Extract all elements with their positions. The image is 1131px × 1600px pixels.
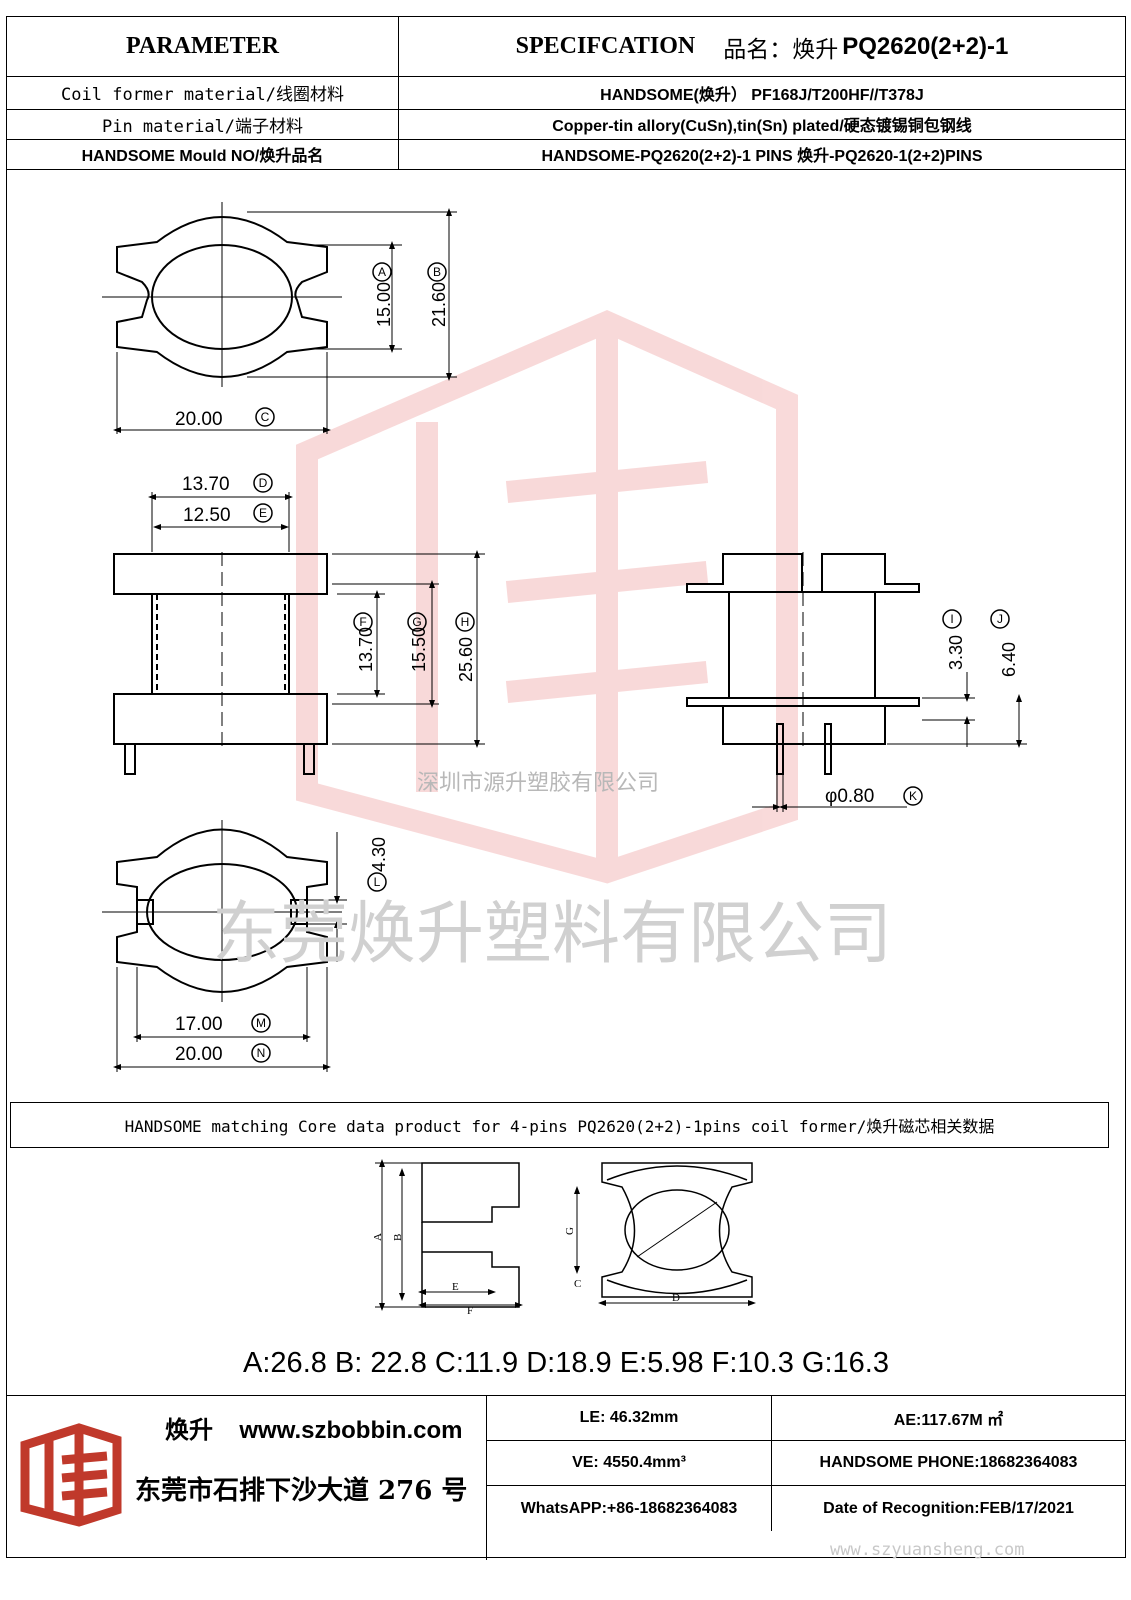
- core-b-label: B: [392, 1234, 404, 1241]
- dim-h-value: 25.60: [456, 637, 476, 682]
- dim-n-value: 20.00: [175, 1044, 223, 1065]
- parameter-heading: PARAMETER: [7, 17, 399, 76]
- dim-i-value: 3.30: [946, 635, 966, 670]
- mould-no-row: HANDSOME Mould NO/焕升品名 HANDSOME-PQ2620(2…: [7, 139, 1125, 170]
- dim-b-letter: B: [433, 265, 441, 279]
- company-address: 东莞市石排下沙大道 276 号: [135, 1476, 468, 1506]
- dim-j-letter: J: [997, 612, 1003, 626]
- product-name-label: 品名：焕升: [723, 36, 839, 63]
- dim-markers-front: [903, 609, 1010, 806]
- dim-markers: [255, 262, 447, 427]
- pin-material-value: Copper-tin allory(CuSn),tin(Sn) plated/硬…: [552, 118, 972, 135]
- dim-f-letter: F: [359, 615, 366, 629]
- dim-letters-front: I J K: [909, 612, 1003, 803]
- footer-brand: 焕升 www.szbobbin.com: [165, 1410, 462, 1445]
- ae-cell: AE:117.67M ㎡: [772, 1396, 1125, 1441]
- dim-f-value: 13.70: [356, 627, 376, 672]
- dim-e-value: 12.50: [183, 505, 231, 526]
- company-logo-icon: [20, 1423, 122, 1527]
- whatsapp-cell: WhatsAPP:+86-18682364083: [487, 1486, 772, 1531]
- brand-name: 焕升: [165, 1416, 213, 1444]
- pin-material-row: Pin material/端子材料 Copper-tin allory(CuSn…: [7, 109, 1125, 140]
- mould-no-value: HANDSOME-PQ2620(2+2)-1 PINS 焕升-PQ2620-1(…: [541, 148, 983, 165]
- dim-letters-top: A B C: [261, 265, 441, 424]
- dim-markers-bottom: [251, 872, 387, 1063]
- watermark-small: 深圳市源升塑胶有限公司: [417, 771, 659, 796]
- matching-core-banner: HANDSOME matching Core data product for …: [10, 1102, 1109, 1148]
- front-view: [686, 552, 1027, 812]
- core-g-label: G: [564, 1227, 576, 1235]
- dim-n-letter: N: [257, 1046, 266, 1060]
- dim-g-value: 15.50: [409, 627, 429, 672]
- ve-cell: VE: 4550.4mm³: [487, 1441, 772, 1486]
- coil-material-row: Coil former material/线圈材料 HANDSOME(焕升） P…: [7, 76, 1125, 110]
- dim-k-letter: K: [909, 789, 917, 803]
- specification-label: SPECIFCATION: [515, 33, 696, 59]
- core-e-label: E: [452, 1281, 459, 1293]
- bottom-view: [102, 820, 347, 1072]
- dim-l-value: 4.30: [369, 837, 389, 872]
- coil-material-label: Coil former material/线圈材料: [7, 76, 399, 109]
- le-cell: LE: 46.32mm: [487, 1396, 772, 1441]
- spec-sheet: PARAMETER SPECIFCATION 品名：焕升 PQ2620(2+2)…: [6, 16, 1126, 1560]
- dim-d-value: 13.70: [182, 474, 230, 495]
- dim-b-value: 21.60: [429, 282, 449, 327]
- bobbin-drawing: 15.00 21.60 20.00 A B C: [102, 202, 1027, 1072]
- dim-e-letter: E: [259, 506, 267, 520]
- dim-a-value: 15.00: [374, 282, 394, 327]
- footer-logo-block: 焕升 www.szbobbin.com 东莞市石排下沙大道 276 号: [7, 1396, 487, 1560]
- header-row: PARAMETER SPECIFCATION 品名：焕升 PQ2620(2+2)…: [7, 17, 1125, 77]
- footer-info-grid: LE: 46.32mm AE:117.67M ㎡ VE: 4550.4mm³ H…: [487, 1396, 1125, 1560]
- date-cell: Date of Recognition:FEB/17/2021: [823, 1499, 1074, 1517]
- dim-i-letter: I: [950, 612, 953, 626]
- core-d-label: D: [672, 1292, 680, 1304]
- core-drawing: A B E F G C D: [372, 1159, 756, 1317]
- dim-m-value: 17.00: [175, 1014, 223, 1035]
- dim-l-letter: L: [374, 875, 381, 889]
- watermark-logo: [296, 309, 798, 884]
- dim-j-value: 6.40: [999, 642, 1019, 677]
- dim-letters-side: D E F G H: [259, 476, 470, 629]
- dim-m-letter: M: [256, 1016, 266, 1030]
- core-f-label: F: [467, 1305, 473, 1317]
- mould-no-label: HANDSOME Mould NO/焕升品名: [7, 139, 399, 169]
- part-number: PQ2620(2+2)-1: [842, 32, 1009, 60]
- side-view: [113, 492, 485, 775]
- dim-h-letter: H: [461, 615, 470, 629]
- core-dimensions: A:26.8 B: 22.8 C:11.9 D:18.9 E:5.98 F:10…: [243, 1347, 889, 1379]
- footer: 焕升 www.szbobbin.com 东莞市石排下沙大道 276 号 LE: …: [7, 1395, 1125, 1560]
- core-a-label: A: [372, 1233, 384, 1241]
- dim-g-letter: G: [412, 615, 421, 629]
- top-view: [102, 202, 457, 434]
- dim-markers-side: [253, 473, 475, 632]
- phone-cell: HANDSOME PHONE:18682364083: [772, 1441, 1125, 1486]
- pin-material-label: Pin material/端子材料: [7, 109, 399, 139]
- dim-c-letter: C: [261, 410, 270, 424]
- watermark-large: 东莞焕升塑料有限公司: [212, 895, 892, 974]
- dim-a-letter: A: [378, 265, 386, 279]
- dim-k-value: φ0.80: [825, 786, 874, 807]
- coil-material-value: HANDSOME(焕升） PF168J/T200HF//T378J: [600, 86, 924, 104]
- watermark-site: www.szyuansheng.com: [830, 1540, 1025, 1560]
- core-c-label: C: [574, 1278, 581, 1290]
- dim-d-letter: D: [259, 476, 268, 490]
- website-link[interactable]: www.szbobbin.com: [239, 1417, 463, 1444]
- dim-c-value: 20.00: [175, 409, 223, 430]
- specification-heading: SPECIFCATION 品名：焕升 PQ2620(2+2)-1: [399, 17, 1125, 76]
- dim-letters-bottom: L M N: [256, 875, 381, 1060]
